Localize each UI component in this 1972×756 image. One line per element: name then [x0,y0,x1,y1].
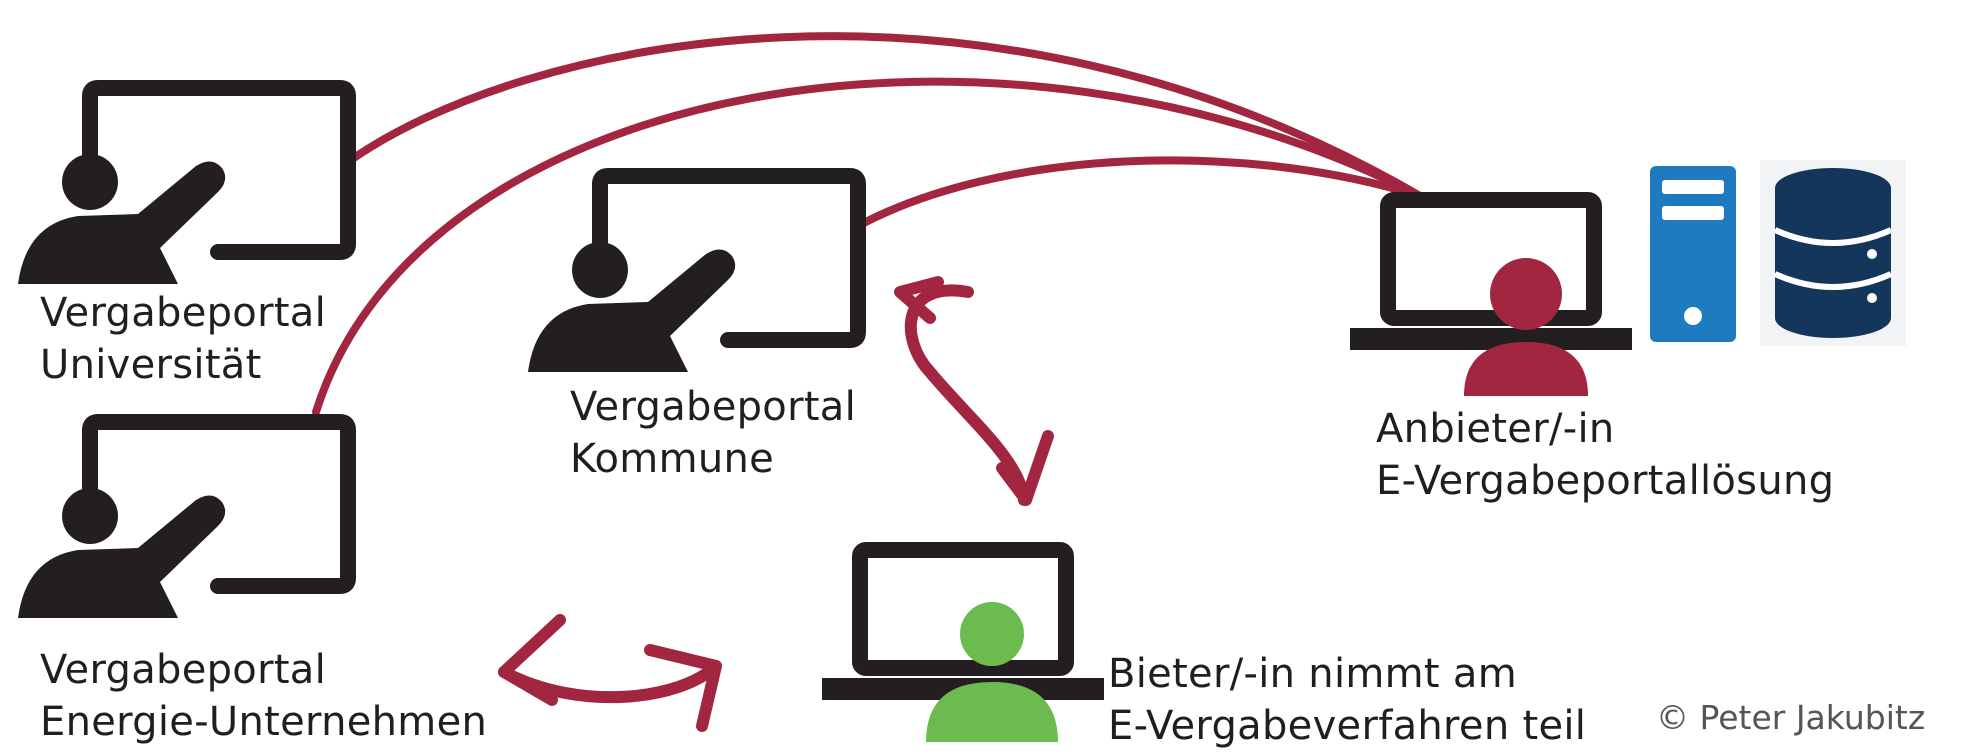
label-energie-line2: Energie-Unternehmen [40,699,488,745]
label-kommune-line2: Kommune [570,436,775,482]
arrowhead-bieter-left [644,644,722,732]
label-bieter: Bieter/-in nimmt am E-Vergabeverfahren t… [1108,648,1586,752]
label-anbieter: Anbieter/-in E-Vergabeportallösung [1376,403,1834,507]
label-universitaet-line2: Universität [40,342,262,388]
label-universitaet-line1: Vergabeportal [40,290,327,336]
label-anbieter-line2: E-Vergabeportallösung [1376,458,1835,504]
arrow-kommune-bieter [904,284,1030,506]
label-bieter-line1: Bieter/-in nimmt am [1108,651,1517,697]
laptop-user-icon-bieter [822,550,1104,742]
label-kommune: Vergabeportal Kommune [570,381,856,485]
server-icon [1650,166,1736,342]
laptop-user-icon-anbieter [1350,200,1632,396]
connector-energie-anbieter [312,77,1424,416]
arrowhead-kommune [894,276,944,324]
label-energie: Vergabeportal Energie-Unternehmen [40,644,487,748]
label-universitaet: Vergabeportal Universität [40,287,326,391]
presenter-screen-icon-energie [18,422,348,618]
label-kommune-line1: Vergabeportal [570,384,857,430]
label-anbieter-line1: Anbieter/-in [1376,406,1615,452]
arrowheads [498,276,1054,732]
presenter-screen-icon-kommune [528,176,858,372]
label-bieter-line2: E-Vergabeverfahren teil [1108,703,1587,749]
database-icon [1760,160,1906,346]
arrowhead-energie [498,614,566,706]
arrowhead-bieter-top [996,430,1054,506]
label-energie-line1: Vergabeportal [40,647,327,693]
copyright-credit: © Peter Jakubitz [1656,698,1926,737]
connector-lines [312,32,1424,704]
connector-kommune-anbieter [854,156,1424,230]
presenter-screen-icon-universitaet [18,88,348,284]
connector-universitaet-anbieter [344,32,1424,200]
